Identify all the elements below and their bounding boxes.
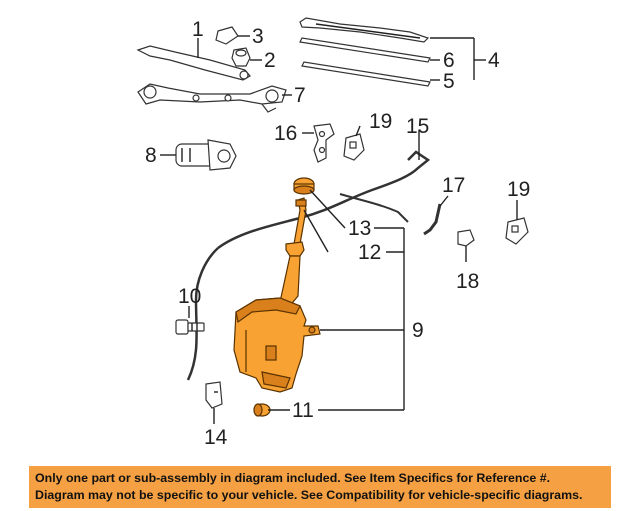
pivot-nut	[231, 47, 251, 67]
callout-9: 9	[412, 319, 424, 342]
washer-hose	[186, 150, 431, 381]
disclaimer-line-2: Diagram may not be specific to your vehi…	[35, 488, 583, 502]
callout-19b: 19	[507, 178, 530, 201]
disclaimer-banner: Only one part or sub-assembly in diagram…	[29, 466, 611, 508]
washer-nozzle-b	[505, 217, 529, 245]
pump-grommet	[253, 403, 271, 417]
wiper-blade	[299, 17, 430, 43]
callout-6: 6	[443, 49, 455, 72]
callout-2: 2	[264, 49, 276, 72]
reservoir-bracket	[205, 381, 223, 409]
parts-diagram: 1 3 2 6 5 4 7	[136, 17, 530, 449]
blade-insert-5	[301, 61, 431, 87]
callout-15: 15	[406, 115, 429, 138]
callout-5: 5	[443, 70, 455, 93]
wiper-linkage	[137, 83, 287, 113]
washer-reservoir	[233, 297, 321, 393]
callout-17: 17	[442, 174, 465, 197]
callout-3: 3	[252, 25, 264, 48]
callout-11: 11	[292, 399, 314, 422]
wiper-arm	[136, 45, 251, 81]
blade-insert-6	[299, 37, 431, 63]
washer-hose-small	[423, 203, 442, 236]
washer-bracket	[313, 123, 335, 163]
callout-18: 18	[456, 270, 479, 293]
callout-1: 1	[192, 18, 204, 41]
pivot-cap	[215, 26, 239, 45]
callout-4: 4	[488, 49, 500, 72]
disclaimer-line-1: Only one part or sub-assembly in diagram…	[35, 471, 551, 485]
callout-8: 8	[145, 144, 157, 167]
washer-nozzle-a	[343, 133, 365, 161]
wiper-motor	[175, 139, 237, 171]
callout-14: 14	[204, 426, 228, 449]
hose-clip	[457, 229, 475, 252]
bolt	[175, 319, 205, 335]
reservoir-cap	[293, 177, 315, 195]
filler-neck	[279, 197, 307, 309]
callout-16: 16	[274, 122, 297, 145]
callout-19a: 19	[369, 110, 392, 133]
callout-10: 10	[178, 285, 201, 308]
callout-7: 7	[294, 84, 306, 107]
callout-12: 12	[358, 241, 381, 264]
callout-13: 13	[348, 217, 371, 240]
